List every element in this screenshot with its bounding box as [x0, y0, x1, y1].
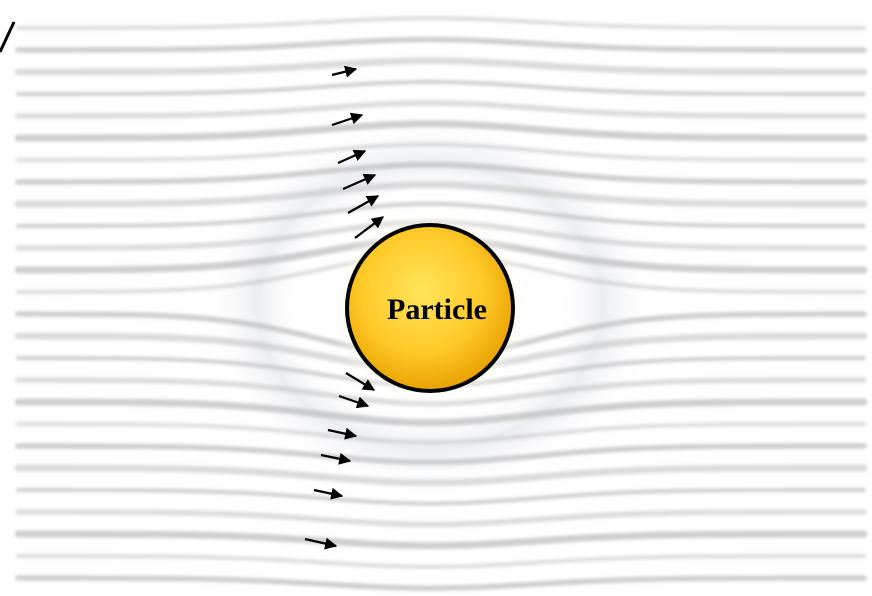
streamline: [14, 181, 868, 208]
flow-arrow: [337, 149, 367, 165]
streamline: [15, 575, 867, 591]
streamline: [16, 79, 866, 96]
particle: Particle: [345, 223, 515, 393]
particle-body: [345, 223, 515, 393]
flow-arrow: [331, 112, 364, 127]
flow-arrow: [342, 173, 377, 191]
streamline: [15, 161, 867, 185]
flow-arrow: [313, 487, 344, 500]
streamline: [16, 488, 866, 506]
streamline: [16, 142, 866, 162]
streamline: [16, 201, 866, 228]
flow-arrow: [320, 452, 352, 465]
flow-arrow: [338, 394, 370, 409]
streamline: [15, 443, 867, 466]
streamline: [15, 509, 867, 528]
streamline: [14, 398, 868, 427]
streamline: [14, 57, 868, 76]
flow-arrow: [347, 195, 380, 214]
streamline: [16, 16, 866, 30]
flow-arrow: [345, 372, 376, 391]
corner-slash-mark: [0, 21, 16, 53]
flow-arrow: [331, 65, 358, 78]
flow-arrows: [304, 65, 384, 550]
flow-arrow: [354, 216, 384, 239]
streamline: [15, 36, 867, 53]
particle-label: Particle: [387, 293, 487, 326]
streamline: [14, 464, 868, 487]
streamline: [14, 120, 868, 142]
flow-arrow: [304, 537, 338, 550]
streamline: [15, 100, 867, 119]
streamline: [16, 554, 866, 569]
streamline: [16, 422, 866, 445]
flow-arrow: [327, 427, 358, 440]
streamlines: [14, 16, 868, 591]
streamline: [14, 530, 868, 550]
